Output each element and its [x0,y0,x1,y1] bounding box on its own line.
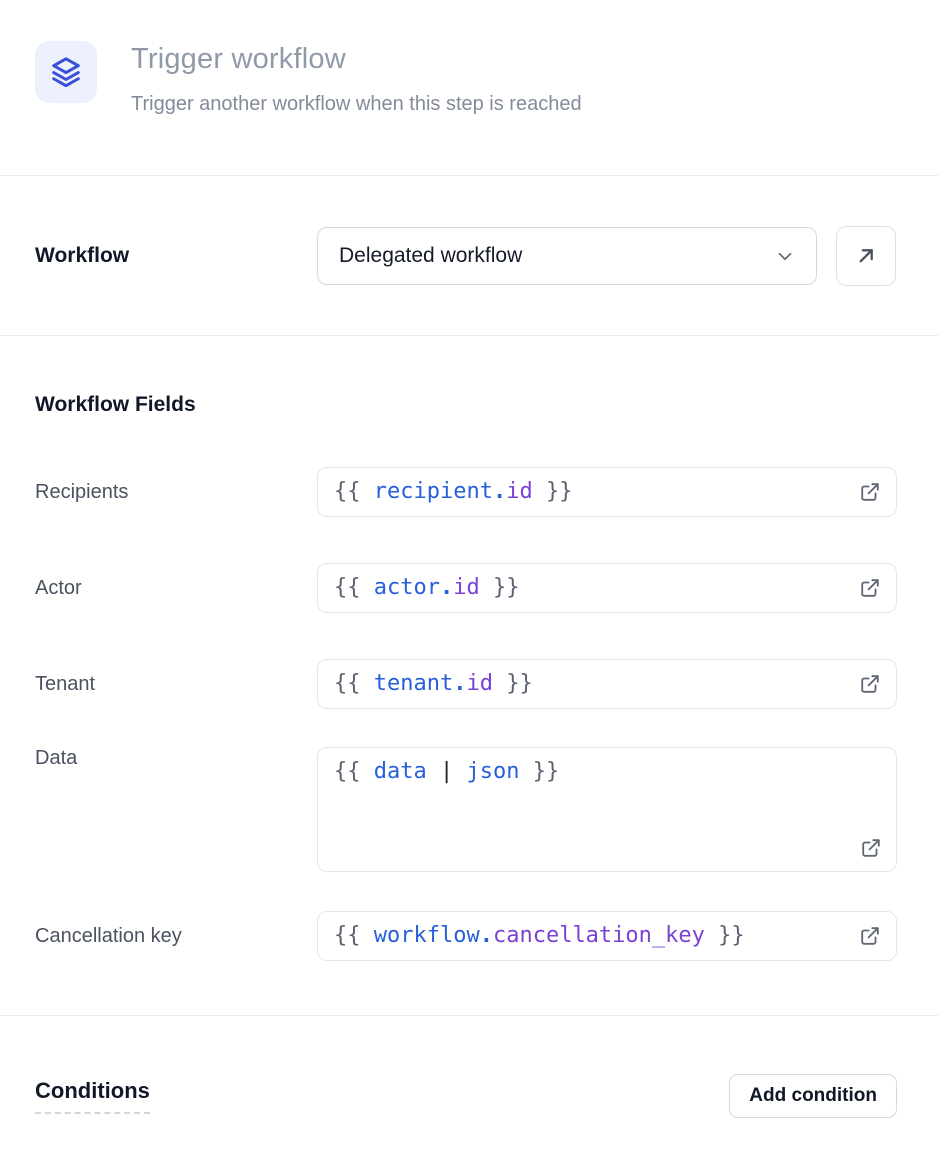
layers-icon [35,41,97,103]
external-link-icon[interactable] [859,673,881,695]
external-link-icon[interactable] [859,925,881,947]
header-text: Trigger workflow Trigger another workflo… [131,41,582,116]
workflow-select-value: Delegated workflow [339,243,523,267]
field-input-actor[interactable]: {{ actor.id }} [317,563,897,613]
liquid-code-actor: {{ actor.id }} [334,574,520,600]
add-condition-button[interactable]: Add condition [729,1074,897,1118]
page-title[interactable]: Trigger workflow [131,43,346,75]
workflow-fields-section: Workflow Fields Recipients {{ recipient.i… [0,336,938,1016]
field-row-cancellation-key: Cancellation key {{ workflow.cancellation… [35,911,897,961]
field-rows: Recipients {{ recipient.id }} Actor {{ acto… [35,467,897,961]
field-input-data[interactable]: {{ data | json }} [317,747,897,872]
conditions-heading: Conditions [35,1078,150,1114]
liquid-code-data: {{ data | json }} [334,759,560,784]
field-label-cancellation-key: Cancellation key [35,924,182,947]
external-link-icon[interactable] [860,837,882,859]
panel-header: Trigger workflow Trigger another workflo… [0,0,938,176]
workflow-fields-heading: Workflow Fields [35,393,196,416]
external-link-icon[interactable] [859,577,881,599]
field-row-data: Data {{ data | json }} [35,747,897,872]
open-workflow-button[interactable] [836,225,896,286]
workflow-selector-row: Workflow Delegated workflow [0,176,938,336]
liquid-code-cancellation-key: {{ workflow.cancellation_key }} [334,922,745,948]
workflow-select[interactable]: Delegated workflow [317,226,817,285]
field-input-recipients[interactable]: {{ recipient.id }} [317,467,897,517]
liquid-code-tenant: {{ tenant.id }} [334,670,533,696]
field-label-recipients: Recipients [35,480,129,503]
page-subtitle: Trigger another workflow when this step … [131,93,582,116]
field-label-tenant: Tenant [35,672,96,695]
field-input-cancellation-key[interactable]: {{ workflow.cancellation_key }} [317,911,897,961]
external-link-icon[interactable] [859,481,881,503]
field-row-actor: Actor {{ actor.id }} [35,563,897,613]
field-row-recipients: Recipients {{ recipient.id }} [35,467,897,517]
conditions-section: Conditions Add condition [0,1016,938,1164]
field-row-tenant: Tenant {{ tenant.id }} [35,659,897,709]
field-label-actor: Actor [35,576,82,599]
field-input-tenant[interactable]: {{ tenant.id }} [317,659,897,709]
arrow-up-right-icon [854,243,879,268]
chevron-down-icon [774,245,796,267]
liquid-code-recipients: {{ recipient.id }} [334,478,573,504]
workflow-label: Workflow [35,243,130,267]
field-label-data: Data [35,747,78,769]
